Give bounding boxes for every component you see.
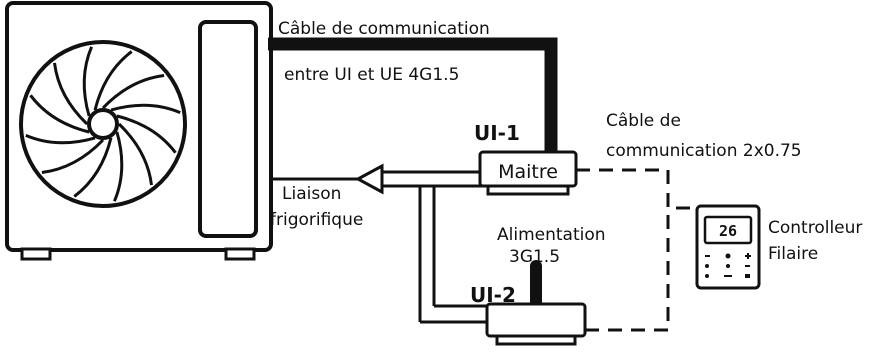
indoor-unit-1 (478, 150, 578, 196)
fan-blade (93, 50, 133, 111)
liaison-label-line2: frigorifique (270, 210, 363, 230)
wired-controller-icon: 26 (695, 204, 761, 290)
alimentation-label-line1: Alimentation (497, 225, 606, 245)
fan-icon (19, 40, 187, 208)
fan-blade (29, 94, 90, 134)
fan-blade (25, 134, 96, 145)
comm-cable2-label-line2: communication 2x0.75 (606, 141, 802, 161)
alimentation-label-line2: 3G1.5 (509, 247, 560, 267)
maitre-label: Maitre (498, 161, 558, 183)
liaison-label-line1: Liaison (282, 184, 341, 204)
comm-cable-label-line2: entre UI et UE 4G1.5 (284, 65, 459, 85)
fan-blade (82, 46, 93, 117)
communication-cable-thick (268, 37, 558, 152)
fan-blade (53, 62, 89, 126)
lcd-display: 26 (719, 222, 737, 240)
ui1-label: UI-1 (474, 121, 520, 145)
ui2-label: UI-2 (470, 283, 516, 307)
comm-cable-label-line1: Câble de communication (278, 19, 490, 39)
controller-label-line1: Controlleur (768, 218, 862, 238)
refrigerant-piping (271, 170, 487, 324)
fan-blade (101, 74, 165, 110)
arrow-left-icon (354, 163, 384, 195)
fan-blade (116, 114, 177, 154)
fan-blade (117, 122, 153, 186)
comm-cable2-label-line1: Câble de (606, 111, 681, 131)
controller-label-line2: Filaire (768, 244, 818, 264)
fan-blade (110, 103, 181, 114)
side-panel (198, 20, 258, 238)
indoor-unit-2 (485, 260, 587, 346)
outdoor-unit (5, 1, 273, 261)
fan-blade (113, 131, 124, 202)
fan-blade (41, 138, 105, 174)
control-wiring-dashed (576, 168, 696, 332)
fan-blade (73, 137, 113, 198)
